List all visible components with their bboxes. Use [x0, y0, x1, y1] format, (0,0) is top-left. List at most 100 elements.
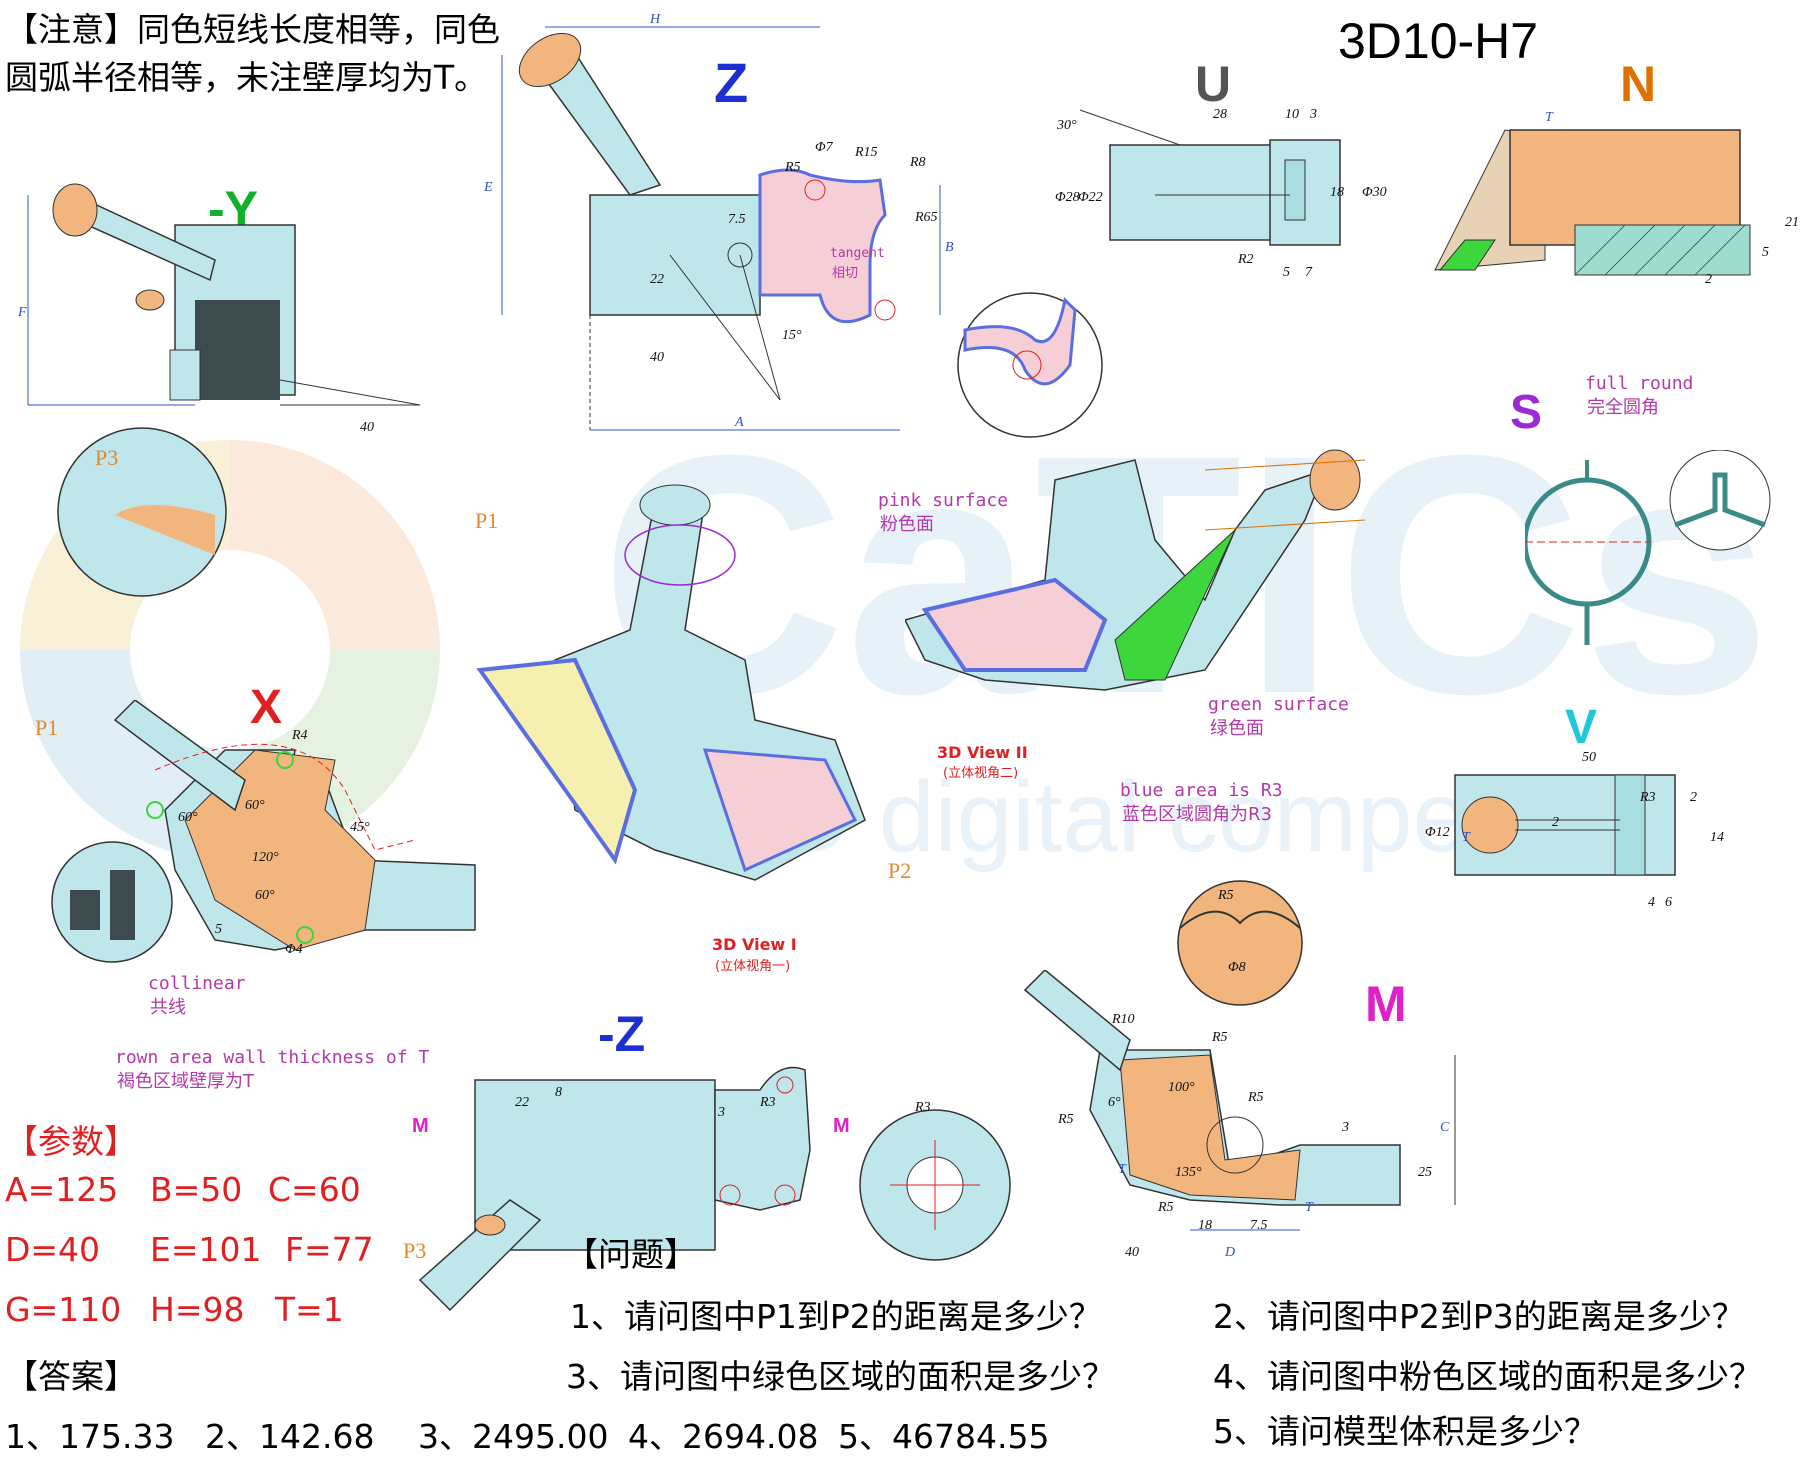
param-b: B=50: [150, 1170, 243, 1209]
label-3d-view-1-cn: (立体视角一): [715, 959, 791, 974]
param-d: D=40: [5, 1230, 101, 1269]
view-label-u: U: [1195, 56, 1232, 112]
label-3d-view-2-cn: (立体视角二): [943, 766, 1019, 781]
annot-fullround-en: full round: [1585, 373, 1694, 394]
view-neg-z-drawing: [418, 1066, 1011, 1312]
annot-blue-cn: 蓝色区域圆角为R3: [1122, 804, 1272, 825]
view-z-drawing: [501, 26, 941, 431]
dim-z-b: B: [945, 240, 954, 255]
answer-1: 1、175.33: [5, 1417, 175, 1456]
annot-green-cn: 绿色面: [1210, 718, 1264, 739]
questions-header: 【问题】: [565, 1235, 697, 1274]
dim-m-r5c: R5: [1058, 1112, 1074, 1127]
detail-collinear-circle: [51, 841, 173, 963]
annot-green-en: green surface: [1208, 694, 1349, 715]
dim-u-7: 7: [1305, 265, 1312, 280]
view-label-s: S: [1510, 386, 1543, 439]
dim-neg-y-40: 40: [360, 420, 374, 435]
dim-m-r10: R10: [1112, 1012, 1135, 1027]
dim-m-6deg: 6°: [1108, 1095, 1121, 1110]
dim-v-4: 4: [1648, 895, 1655, 910]
param-t: T=1: [275, 1290, 344, 1329]
annot-pink-cn: 粉色面: [880, 514, 934, 535]
dim-n-2: 2: [1705, 272, 1712, 287]
dim-m-r5b: R5: [1248, 1090, 1264, 1105]
dim-neg-z-3: 3: [718, 1105, 725, 1120]
annot-tangent-cn: 相切: [832, 266, 859, 281]
question-3: 3、请问图中绿色区域的面积是多少？: [566, 1357, 1115, 1396]
drawing-title: 3D10-H7: [1338, 13, 1539, 69]
view-3d-2-drawing: [905, 449, 1366, 691]
dim-z-phi7: Φ7: [815, 140, 833, 155]
dim-u-18: 18: [1330, 185, 1344, 200]
view-n-drawing: [1434, 129, 1751, 276]
view-label-v: V: [1565, 701, 1598, 754]
dim-x-60a: 60°: [245, 798, 265, 813]
dim-n-5: 5: [1762, 245, 1769, 260]
param-f: F=77: [285, 1230, 374, 1269]
annot-pink-en: pink surface: [878, 490, 1009, 511]
label-p1-3d: P1: [475, 508, 499, 533]
question-2: 2、请问图中P2到P3的距离是多少？: [1213, 1297, 1745, 1336]
annot-brown-cn: 褐色区域壁厚为T: [117, 1071, 254, 1092]
detail-p3-circle: [57, 427, 227, 597]
dim-m-7-5: 7.5: [1250, 1218, 1268, 1233]
dim-u-3: 3: [1310, 107, 1317, 122]
dim-n-t: T: [1545, 110, 1553, 125]
dim-z-r5: R5: [785, 160, 801, 175]
dim-x-60b: 60°: [178, 810, 198, 825]
dim-m-r5a: R5: [1212, 1030, 1228, 1045]
view-label-n: N: [1620, 56, 1657, 112]
dim-v-t: T: [1462, 830, 1470, 845]
dim-u-phi28: Φ28: [1055, 190, 1080, 205]
detail-m-phi8-circle: [1177, 880, 1303, 1006]
dim-m-25: 25: [1418, 1165, 1432, 1180]
section-marker-m-right: M: [833, 1115, 850, 1137]
view-label-x: X: [250, 681, 283, 734]
dim-z-7-5: 7.5: [728, 212, 746, 227]
answer-5: 5、46784.55: [838, 1417, 1050, 1456]
dim-m-40: 40: [1125, 1245, 1139, 1260]
param-g: G=110: [5, 1290, 122, 1329]
dim-v-r3: R3: [1640, 790, 1656, 805]
view-3d-1-drawing: [476, 484, 866, 881]
view-v-drawing: [1454, 774, 1676, 876]
label-3d-view-2: 3D View II: [937, 743, 1028, 762]
dim-x-45: 45°: [350, 820, 370, 835]
dim-z-40: 40: [650, 350, 664, 365]
dim-m-r5-top: R5: [1218, 888, 1234, 903]
dim-z-a: A: [735, 415, 744, 430]
dim-neg-y-f: F: [18, 305, 27, 320]
question-5: 5、请问模型体积是多少？: [1213, 1412, 1597, 1451]
label-p1-x: P1: [35, 715, 59, 740]
view-label-neg-z: -Z: [598, 1006, 646, 1062]
answer-3: 3、2495.00: [418, 1417, 609, 1456]
dim-neg-z-r3a: R3: [760, 1095, 776, 1110]
view-x-drawing: [113, 700, 476, 951]
dim-x-5: 5: [215, 922, 222, 937]
dim-u-phi22: Φ22: [1078, 190, 1103, 205]
param-c: C=60: [268, 1170, 361, 1209]
dim-u-30deg: 30°: [1057, 118, 1077, 133]
dim-v-phi12: Φ12: [1425, 825, 1450, 840]
dim-m-phi8: Φ8: [1228, 960, 1246, 975]
answer-4: 4、2694.08: [628, 1417, 819, 1456]
label-3d-view-1: 3D View I: [712, 935, 797, 954]
param-a: A=125: [5, 1170, 119, 1209]
dim-u-5: 5: [1283, 265, 1290, 280]
view-s-section: [1525, 450, 1771, 645]
dim-u-28: 28: [1213, 107, 1227, 122]
dim-neg-z-r3b: R3: [915, 1100, 931, 1115]
dim-x-60c: 60°: [255, 888, 275, 903]
label-p2-3d: P2: [888, 858, 912, 883]
dim-v-2a: 2: [1552, 815, 1559, 830]
detail-r5-circle: [957, 292, 1103, 438]
dim-m-18: 18: [1198, 1218, 1212, 1233]
param-h: H=98: [150, 1290, 245, 1329]
section-marker-m-left: M: [412, 1115, 429, 1137]
view-neg-y-drawing: [27, 183, 421, 406]
dim-x-phi4: Φ4: [285, 942, 303, 957]
question-1: 1、请问图中P1到P2的距离是多少？: [570, 1297, 1102, 1336]
label-p3-detail: P3: [95, 445, 119, 470]
